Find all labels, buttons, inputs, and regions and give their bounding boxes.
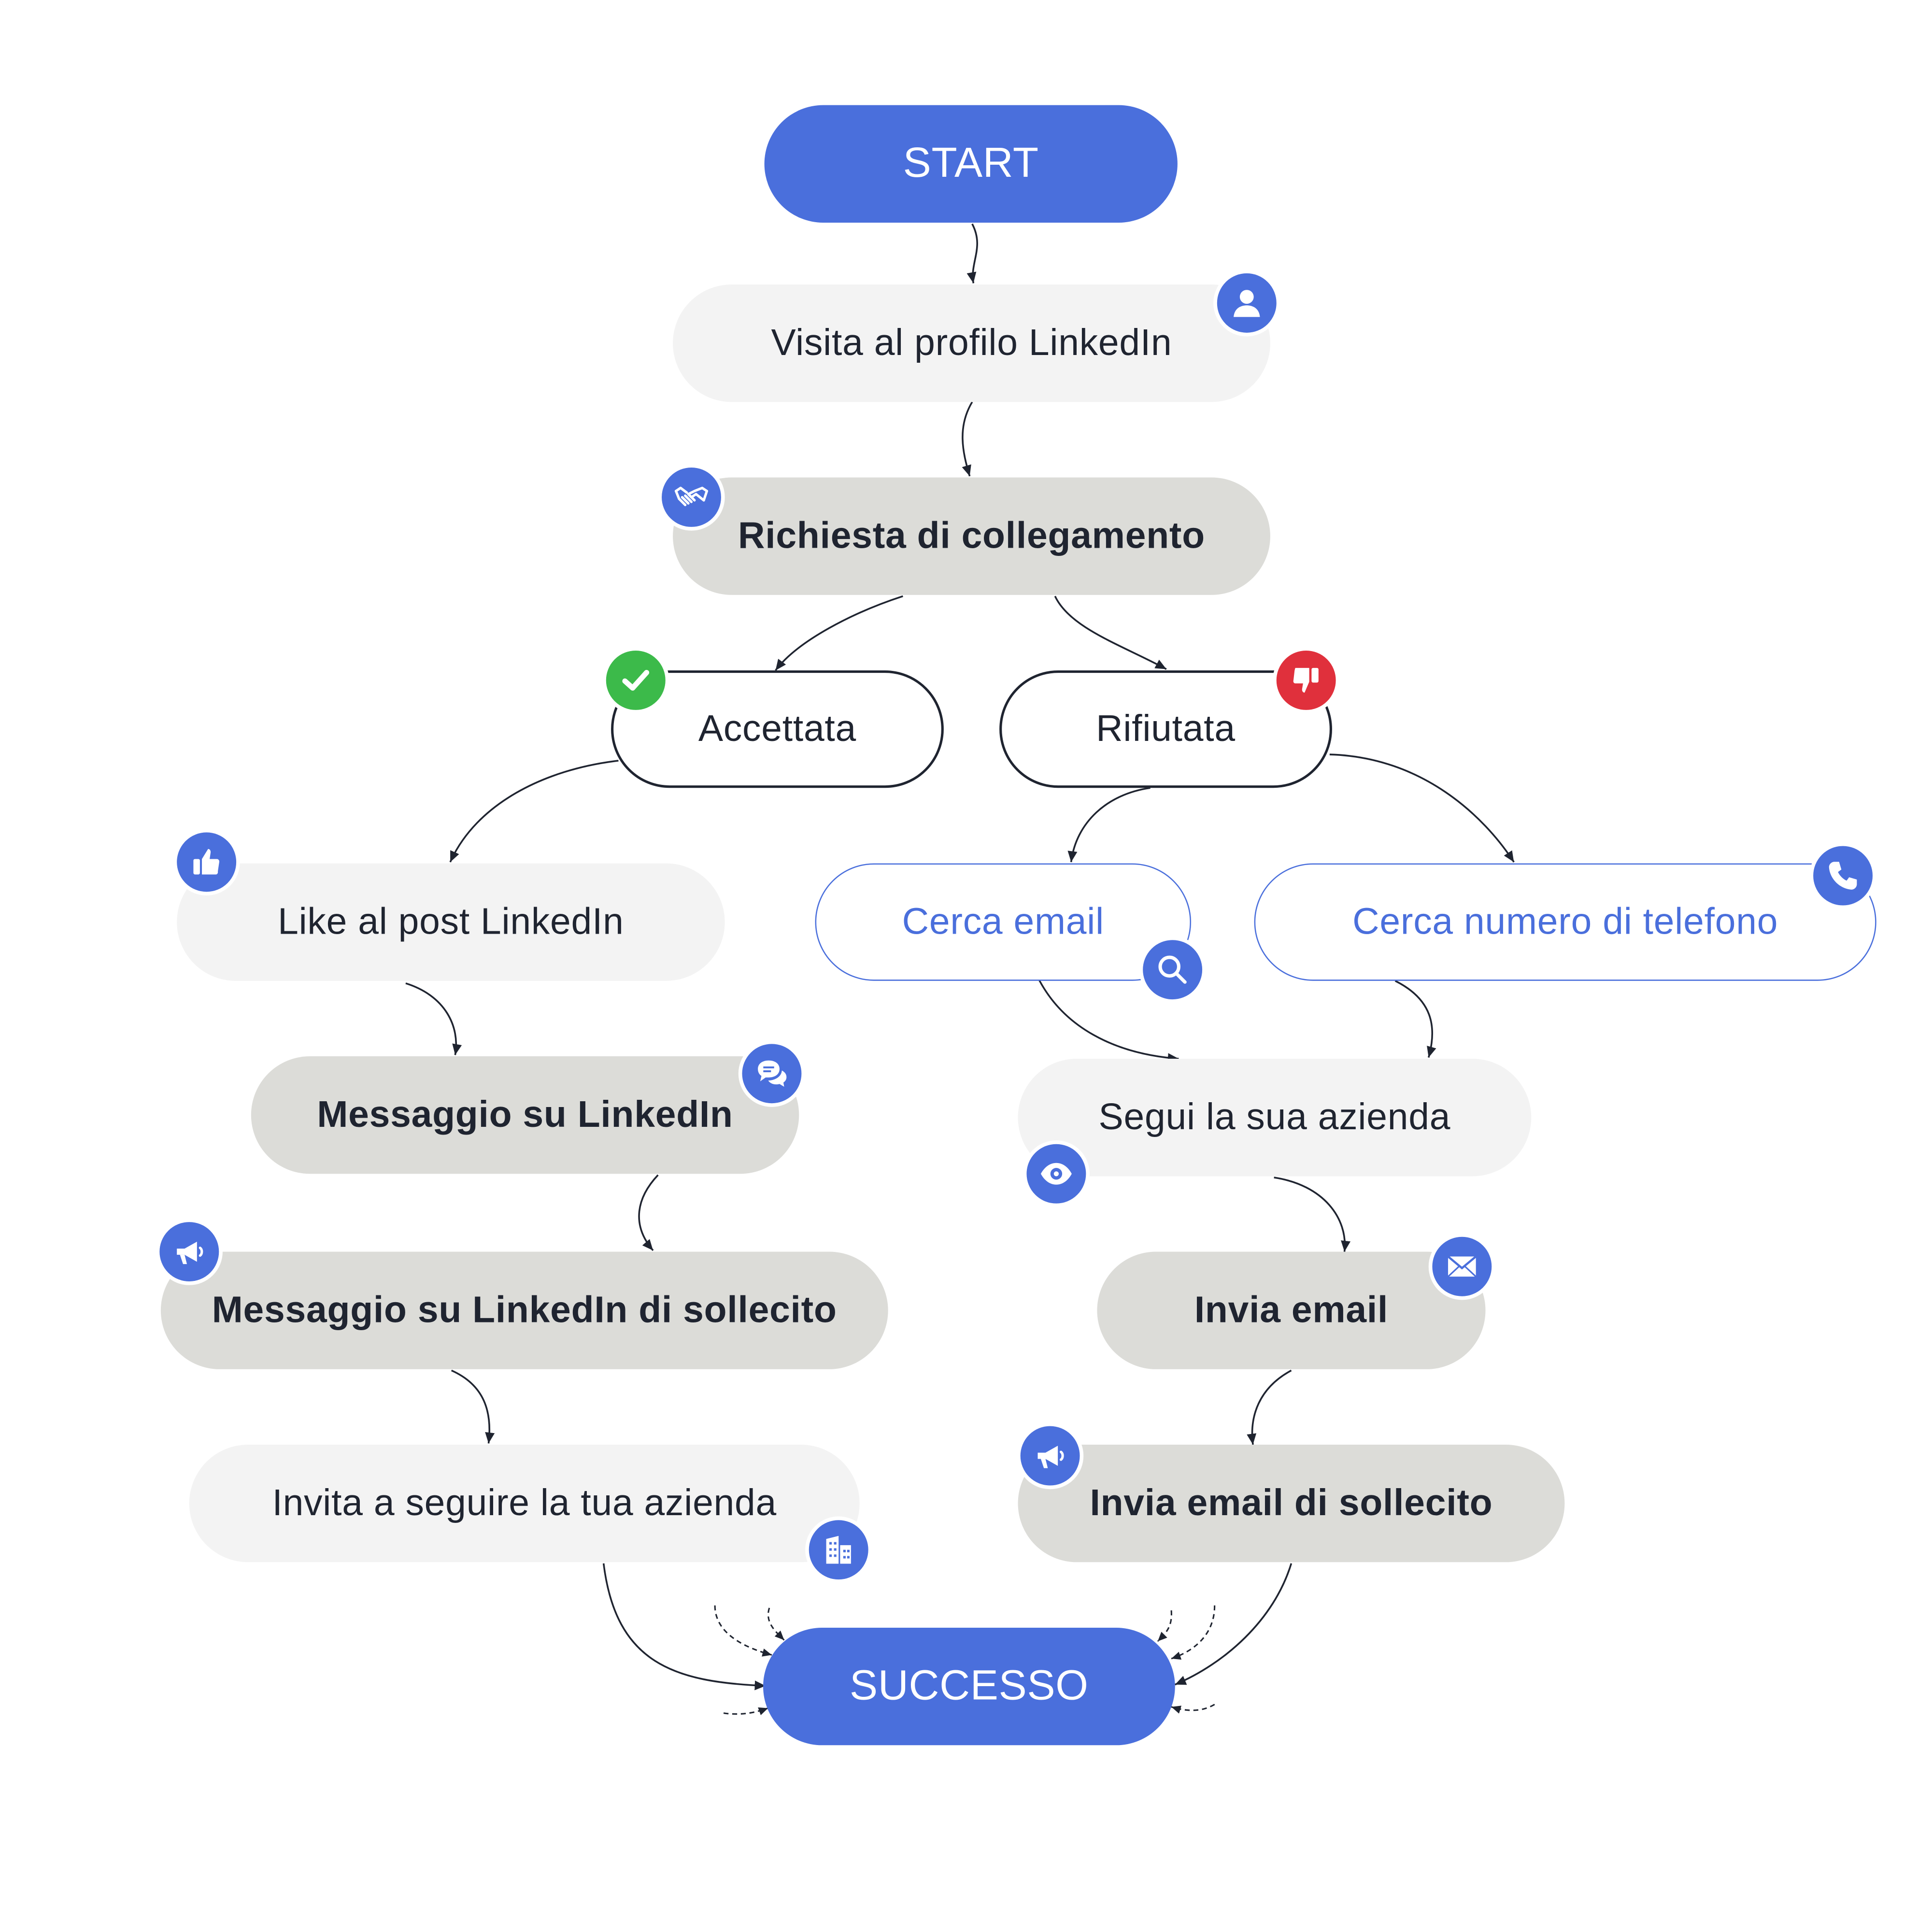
arrow-followcompany-sendemail	[1274, 1177, 1351, 1252]
invite-follow-node: Invita a seguire la tua azienda	[189, 1445, 860, 1563]
send-email-followup-node: Invia email di sollecito	[1018, 1445, 1565, 1563]
arrow-request-accepted	[775, 595, 903, 671]
phone-icon	[1809, 842, 1876, 909]
dashed-arrow-2	[767, 1607, 785, 1641]
dashed-arrow-5	[1171, 1605, 1216, 1660]
arrow-like-message	[405, 982, 462, 1055]
arrow-visit-request	[962, 401, 973, 477]
connection-request-node: Richiesta di collegamento	[673, 477, 1270, 595]
search-email-node: Cerca email	[815, 863, 1192, 981]
linkedin-message-node: Messaggio su LinkedIn	[251, 1056, 799, 1174]
arrow-followup-invite	[451, 1369, 495, 1444]
handshake-icon	[658, 464, 725, 531]
arrow-start-visit	[966, 223, 978, 284]
arrow-invite-success	[602, 1563, 766, 1690]
checkmark-icon	[602, 647, 669, 714]
dashed-arrow-4	[1157, 1610, 1172, 1642]
arrow-followupemail-success	[1175, 1563, 1293, 1686]
magnifier-icon	[1139, 936, 1206, 1003]
envelope-icon	[1428, 1233, 1496, 1300]
dashed-arrow-6	[1171, 1704, 1215, 1714]
arrow-rejected-phone	[1329, 753, 1515, 863]
eye-icon	[1023, 1140, 1090, 1208]
megaphone-icon	[156, 1218, 223, 1285]
building-icon	[805, 1516, 872, 1583]
chat-bubbles-icon	[738, 1040, 806, 1107]
dashed-arrow-3	[723, 1707, 768, 1716]
dashed-arrow-1	[714, 1605, 772, 1657]
arrow-email-followcompany	[1038, 979, 1179, 1063]
arrow-message-followup	[638, 1174, 659, 1251]
arrow-sendemail-followupemail	[1247, 1369, 1292, 1445]
like-post-node: Like al post LinkedIn	[177, 863, 725, 981]
linkedin-followup-node: Messaggio su LinkedIn di sollecito	[160, 1251, 888, 1369]
visit-profile-node: Visita al profilo LinkedIn	[673, 284, 1270, 402]
thumbs-up-icon	[173, 828, 240, 896]
user-icon	[1213, 270, 1280, 337]
send-email-node: Invia email	[1097, 1251, 1486, 1369]
arrow-accepted-like	[449, 760, 619, 863]
start-node: START	[764, 105, 1178, 223]
success-node: SUCCESSO	[763, 1628, 1175, 1746]
arrow-phone-followcompany	[1394, 980, 1436, 1058]
follow-company-node: Segui la sua azienda	[1018, 1059, 1532, 1177]
megaphone-icon	[1016, 1422, 1084, 1490]
thumbs-down-icon	[1273, 647, 1340, 714]
search-phone-node: Cerca numero di telefono	[1254, 863, 1876, 981]
arrow-rejected-email	[1067, 787, 1151, 863]
arrow-request-rejected	[1054, 596, 1167, 670]
